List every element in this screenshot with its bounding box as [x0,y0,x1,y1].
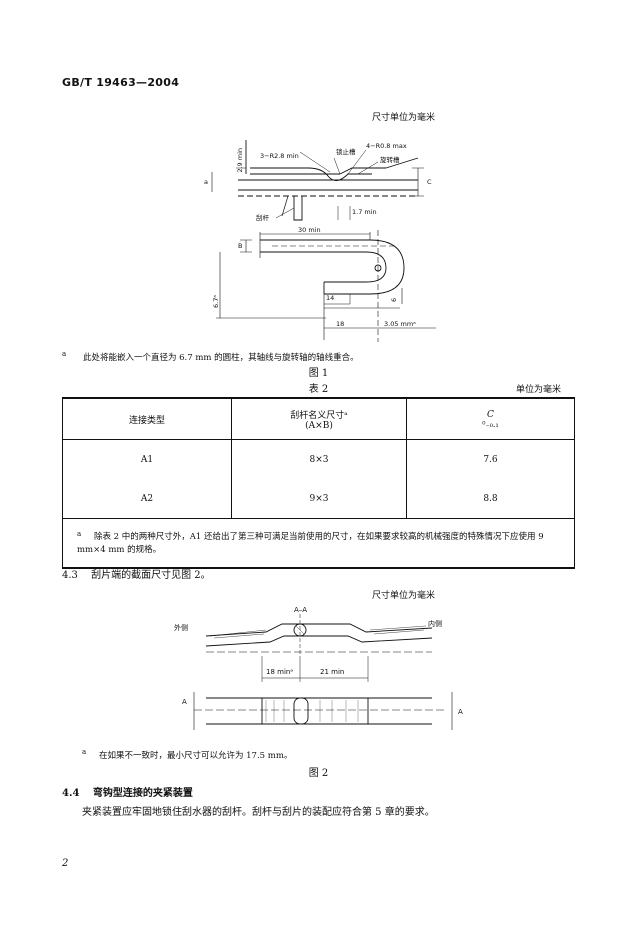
th-size: 刮杆名义尺寸ᵃ (A×B) [231,397,407,440]
table-row: A2 9×3 8.8 [62,479,575,519]
table2-title: 表 2 [308,384,329,395]
fig1-dim-18: 18 [336,320,344,328]
footnote-text: 除表 2 中的两种尺寸外，A1 还给出了第三种可满足当前使用的尺寸，在如果要求较… [77,532,544,556]
fig1-dim-30: 30 min [298,226,321,234]
section-number: 4.3 [62,570,78,581]
cell-type: A2 [62,479,232,519]
table2-footnote: a 除表 2 中的两种尺寸外，A1 还给出了第三种可满足当前使用的尺寸，在如果要… [62,518,575,569]
figure2-drawing: A–A 外侧 内侧 18 minᵃ 21 min A A [174,606,463,730]
table2: 连接类型 刮杆名义尺寸ᵃ (A×B) C ⁰₋₀.₁ A1 8×3 7.6 A2… [62,397,575,569]
section-4-3: 4.3 刮片端的截面尺寸见图 2。 [62,566,211,581]
cell-size: 9×3 [231,479,407,519]
fig1-dim-c: C [427,178,432,186]
fig2-a-right: A [458,708,463,716]
cell-c: 8.8 [406,479,575,519]
fig2-dim-18: 18 minᵃ [266,668,293,676]
figure2-unit-note: 尺寸单位为毫米 [372,591,436,601]
fig1-dim-14: 14 [326,294,334,302]
standard-number: GB/T 19463—2004 [62,76,180,89]
table2-unit-note: 单位为毫米 [516,385,562,395]
page-number: 2 [62,858,69,869]
th-size-line2: (A×B) [305,420,333,431]
th-c: C ⁰₋₀.₁ [406,397,575,440]
fig1-dim-6-7: 6.7ᵃ [212,295,220,308]
footnote-mark: a [77,528,82,538]
fig1-dim-b: B [238,242,242,250]
section-number: 4.4 [62,788,80,799]
footnote-text: 此处将能嵌入一个直径为 6.7 mm 的圆柱，其轴线与旋转轴的轴线重合。 [82,352,359,363]
th-c-line2: ⁰₋₀.₁ [482,419,499,429]
fig2-outer-label: 外侧 [174,623,188,632]
fig1-r2-8: 3−R2.8 min [260,152,299,160]
fig2-section-label: A–A [294,606,307,614]
th-size-line1: 刮杆名义尺寸ᵃ [290,410,348,421]
fig1-rotate-slot: 旋转槽 [380,155,400,164]
cell-size: 8×3 [231,439,407,479]
fig1-dim-2-9: 2.9 min [236,148,244,173]
fig1-dim-6: 6 [390,298,398,302]
fig1-blade: 刮杆 [256,213,270,222]
figure1-caption: 图 1 [308,368,329,379]
figure2-footnote: a 在如果不一致时，最小尺寸可以允许为 17.5 mm。 [82,745,292,763]
figure2-caption: 图 2 [308,768,329,779]
fig1-dim-a: a [204,178,208,186]
section-text: 刮片端的截面尺寸见图 2。 [91,570,211,581]
fig2-inner-label: 内侧 [428,619,442,628]
fig1-stop-slot: 锁止槽 [336,147,356,156]
cell-type: A1 [62,439,232,479]
fig2-dim-21: 21 min [320,668,344,676]
table-row: A1 8×3 7.6 [62,439,575,479]
fig1-dim-1-7: 1.7 min [352,208,377,216]
th-type: 连接类型 [62,397,232,440]
footnote-mark: a [62,349,67,358]
section-4-4-body: 夹紧装置应牢固地锁住刮水器的刮杆。刮杆与刮片的装配应符合第 5 章的要求。 [82,807,435,818]
fig1-r0-8: 4−R0.8 max [366,142,407,150]
section-title: 弯钩型连接的夹紧装置 [92,788,193,799]
footnote-mark: a [82,747,87,756]
section-4-4-heading: 4.4 弯钩型连接的夹紧装置 [62,784,193,799]
footnote-text: 在如果不一致时，最小尺寸可以允许为 17.5 mm。 [98,750,293,761]
fig1-dim-3-05: 3.05 mmᵃ [384,320,416,328]
figure1-footnote: a 此处将能嵌入一个直径为 6.7 mm 的圆柱，其轴线与旋转轴的轴线重合。 [62,347,359,365]
figure1-unit-note: 尺寸单位为毫米 [372,113,436,123]
fig2-a-left: A [182,698,187,706]
figure1-drawing: 2.9 min 3−R2.8 min 锁止槽 4−R0.8 max 旋转槽 a … [204,140,436,342]
th-c-line1: C [487,409,494,420]
cell-c: 7.6 [406,439,575,479]
